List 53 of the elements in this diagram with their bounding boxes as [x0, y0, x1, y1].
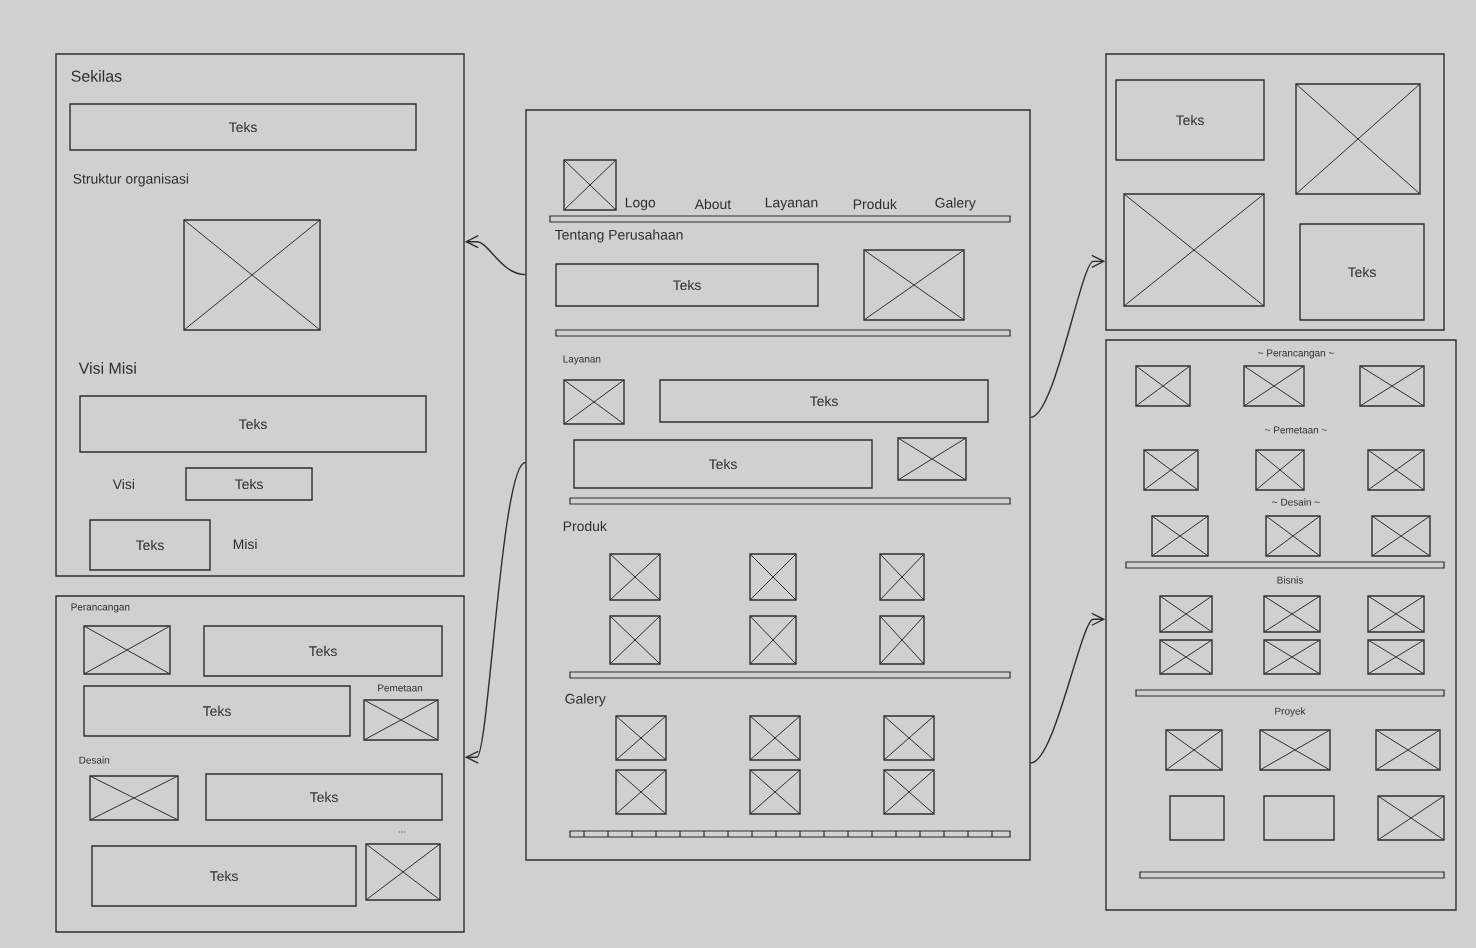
image-placeholder: [1263, 639, 1321, 675]
image-placeholder: [749, 615, 797, 665]
page-panel: [525, 109, 1031, 861]
image-placeholder: [563, 159, 617, 211]
image-placeholder: [89, 775, 179, 821]
image-placeholder: [615, 715, 667, 761]
page-panel: [1105, 53, 1445, 331]
image-placeholder: [1367, 639, 1425, 675]
empty-box: [1169, 795, 1225, 841]
image-placeholder: [749, 553, 797, 601]
empty-box: [1263, 795, 1335, 841]
image-placeholder: [83, 625, 171, 675]
image-placeholder: [1255, 449, 1305, 491]
image-placeholder: [1359, 365, 1425, 407]
image-placeholder: [609, 615, 661, 665]
image-placeholder: [883, 769, 935, 815]
image-placeholder: [1259, 729, 1331, 771]
image-placeholder: [1143, 449, 1199, 491]
image-placeholder: [1265, 515, 1321, 557]
image-placeholder: [749, 715, 801, 761]
image-placeholder: [883, 715, 935, 761]
image-placeholder: [563, 379, 625, 425]
page-panel: [55, 53, 465, 577]
image-placeholder: [1377, 795, 1445, 841]
image-placeholder: [1159, 595, 1213, 633]
image-placeholder: [897, 437, 967, 481]
arrow: [1030, 612, 1106, 764]
image-placeholder: [183, 219, 321, 331]
image-placeholder: [749, 769, 801, 815]
image-placeholder: [863, 249, 965, 321]
image-placeholder: [879, 615, 925, 665]
page-panel: [55, 595, 465, 933]
image-placeholder: [1165, 729, 1223, 771]
image-placeholder: [879, 553, 925, 601]
image-placeholder: [1135, 365, 1191, 407]
image-placeholder: [1243, 365, 1305, 407]
image-placeholder: [365, 843, 441, 901]
page-panel: [1105, 339, 1457, 911]
image-placeholder: [1151, 515, 1209, 557]
image-placeholder: [1367, 449, 1425, 491]
arrow: [464, 235, 526, 276]
image-placeholder: [363, 699, 439, 741]
image-placeholder: [1375, 729, 1441, 771]
arrow: [1030, 254, 1106, 419]
image-placeholder: [1159, 639, 1213, 675]
image-placeholder: [1367, 595, 1425, 633]
arrow: [464, 461, 526, 764]
image-placeholder: [1295, 83, 1421, 195]
image-placeholder: [1263, 595, 1321, 633]
image-placeholder: [615, 769, 667, 815]
image-placeholder: [1371, 515, 1431, 557]
image-placeholder: [1123, 193, 1265, 307]
image-placeholder: [609, 553, 661, 601]
